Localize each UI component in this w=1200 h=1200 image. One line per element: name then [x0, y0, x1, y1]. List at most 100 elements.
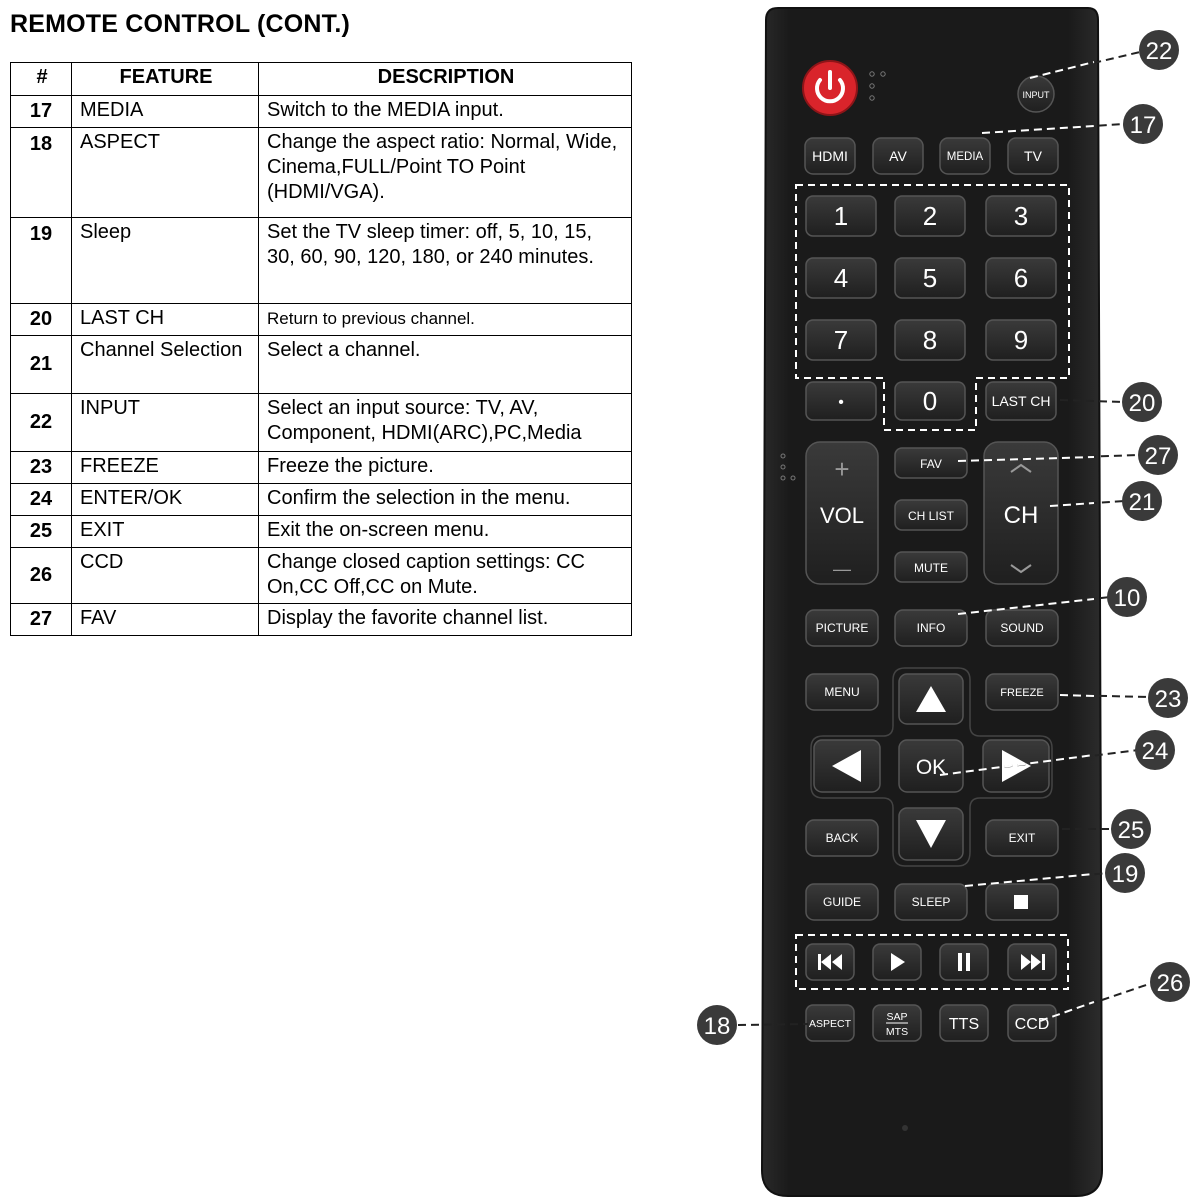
digit-4-button[interactable]: 4 — [805, 257, 877, 299]
column-header-number: # — [10, 62, 72, 96]
up-arrow-button[interactable] — [898, 673, 964, 725]
dpad-surround — [810, 667, 1053, 867]
av-label: AV — [889, 148, 907, 164]
digit-3-label: 3 — [1014, 201, 1028, 231]
volume-up-icon: + — [834, 454, 849, 484]
back-button[interactable]: BACK — [805, 819, 879, 857]
table-row: 22 INPUT Select an input source: TV, AV,… — [10, 393, 632, 452]
channel-down-icon — [1010, 564, 1032, 574]
callout-22-label: 22 — [1146, 38, 1173, 65]
stop-button[interactable] — [985, 883, 1059, 921]
digit-2-button[interactable]: 2 — [894, 195, 966, 237]
previous-button[interactable] — [805, 943, 855, 981]
row-number: 17 — [10, 95, 72, 128]
digit-7-label: 7 — [834, 325, 848, 355]
mts-label: MTS — [886, 1026, 908, 1038]
sleep-button[interactable]: SLEEP — [894, 883, 968, 921]
callout-10-label: 10 — [1114, 585, 1141, 612]
next-icon — [1021, 954, 1045, 970]
fav-button[interactable]: FAV — [894, 447, 968, 479]
left-arrow-icon — [832, 750, 861, 782]
ir-sensor — [902, 1125, 908, 1131]
row-description: Exit the on-screen menu. — [258, 515, 632, 548]
table-row: 25 EXIT Exit the on-screen menu. — [10, 515, 632, 548]
hdmi-label: HDMI — [812, 148, 848, 164]
ccd-button[interactable]: CCD — [1007, 1004, 1057, 1042]
up-arrow-icon — [916, 686, 946, 712]
digit-1-button[interactable]: 1 — [805, 195, 877, 237]
exit-button[interactable]: EXIT — [985, 819, 1059, 857]
row-number: 27 — [10, 603, 72, 636]
row-description: Change closed caption settings: CC On,CC… — [258, 547, 632, 604]
digit-5-button[interactable]: 5 — [894, 257, 966, 299]
power-icon — [815, 70, 845, 104]
digit-7-button[interactable]: 7 — [805, 319, 877, 361]
previous-icon — [818, 954, 842, 970]
fav-label: FAV — [920, 457, 942, 471]
info-button[interactable]: INFO — [894, 609, 968, 647]
ok-label: OK — [916, 756, 946, 779]
row-number: 22 — [10, 393, 72, 452]
row-number: 26 — [10, 547, 72, 604]
sound-button[interactable]: SOUND — [985, 609, 1059, 647]
column-header-feature: FEATURE — [71, 62, 259, 96]
guide-button[interactable]: GUIDE — [805, 883, 879, 921]
tv-button[interactable]: TV — [1007, 137, 1059, 175]
digit-3-button[interactable]: 3 — [985, 195, 1057, 237]
tv-label: TV — [1024, 148, 1043, 164]
sleep-label: SLEEP — [912, 895, 951, 909]
row-number: 18 — [10, 127, 72, 218]
row-description: Select an input source: TV, AV, Componen… — [258, 393, 632, 452]
digit-0-label: 0 — [923, 386, 937, 416]
sap-mts-button[interactable]: SAP MTS — [872, 1004, 922, 1042]
av-button[interactable]: AV — [872, 137, 924, 175]
down-arrow-button[interactable] — [898, 807, 964, 861]
dot-button[interactable]: • — [805, 381, 877, 421]
hdmi-button[interactable]: HDMI — [804, 137, 856, 175]
digit-9-label: 9 — [1014, 325, 1028, 355]
pause-icon — [958, 953, 970, 971]
play-button[interactable] — [872, 943, 922, 981]
digit-6-label: 6 — [1014, 263, 1028, 293]
menu-label: MENU — [824, 685, 859, 699]
freeze-button[interactable]: FREEZE — [985, 673, 1059, 711]
digit-9-button[interactable]: 9 — [985, 319, 1057, 361]
dot-label: • — [838, 394, 844, 411]
digit-8-button[interactable]: 8 — [894, 319, 966, 361]
last-ch-label: LAST CH — [992, 393, 1051, 409]
aspect-button[interactable]: ASPECT — [805, 1004, 855, 1042]
right-arrow-button[interactable] — [982, 739, 1050, 793]
left-arrow-button[interactable] — [813, 739, 881, 793]
exit-label: EXIT — [1009, 831, 1036, 845]
transport-highlight — [795, 934, 1069, 990]
row-description: Set the TV sleep timer: off, 5, 10, 15, … — [258, 217, 632, 304]
channel-rocker[interactable]: CH — [983, 441, 1059, 585]
next-button[interactable] — [1007, 943, 1057, 981]
ch-list-button[interactable]: CH LIST — [894, 499, 968, 531]
input-label: INPUT — [1023, 90, 1051, 100]
callout-20: 20 — [1122, 382, 1162, 422]
table-row: 24 ENTER/OK Confirm the selection in the… — [10, 483, 632, 516]
aspect-label: ASPECT — [809, 1018, 852, 1030]
callout-leader-lines-white — [939, 61, 1095, 1022]
digit-8-label: 8 — [923, 325, 937, 355]
digit-6-button[interactable]: 6 — [985, 257, 1057, 299]
last-ch-button[interactable]: LAST CH — [985, 381, 1057, 421]
power-button[interactable] — [802, 60, 858, 116]
menu-button[interactable]: MENU — [805, 673, 879, 711]
digit-0-button[interactable]: 0 — [894, 381, 966, 421]
pause-button[interactable] — [939, 943, 989, 981]
number-pad-highlight — [795, 184, 1070, 431]
ok-button[interactable]: OK — [898, 739, 964, 793]
input-button[interactable]: INPUT — [1017, 75, 1055, 113]
row-number: 19 — [10, 217, 72, 304]
mute-button[interactable]: MUTE — [894, 551, 968, 583]
volume-down-icon: — — [833, 559, 851, 579]
media-button[interactable]: MEDIA — [939, 137, 991, 175]
media-label: MEDIA — [947, 151, 984, 163]
picture-button[interactable]: PICTURE — [805, 609, 879, 647]
volume-rocker[interactable]: + VOL — — [805, 441, 879, 585]
callout-26-label: 26 — [1157, 970, 1184, 997]
tts-button[interactable]: TTS — [939, 1004, 989, 1042]
